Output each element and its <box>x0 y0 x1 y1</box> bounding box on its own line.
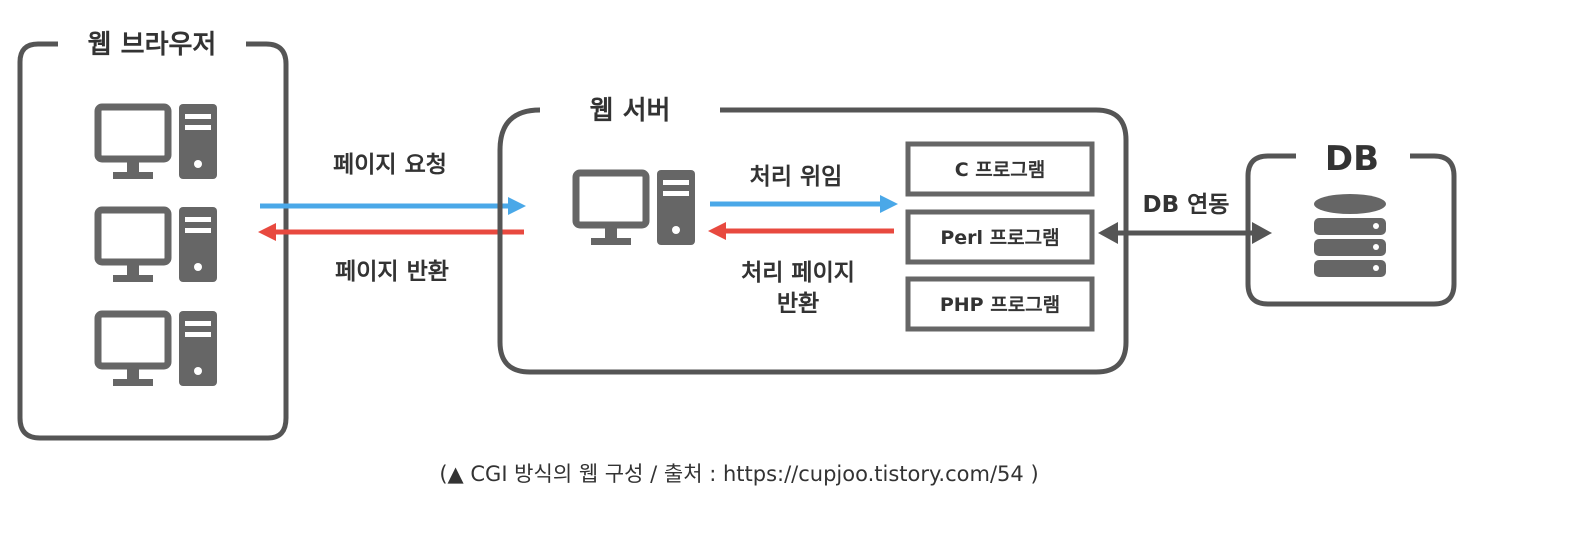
response-arrow-head <box>258 223 276 241</box>
return-label-line2: 반환 <box>777 291 819 317</box>
request-arrow-head <box>508 197 526 215</box>
database-icon <box>1314 194 1386 277</box>
server-group-title: 웹 서버 <box>590 96 671 126</box>
delegate-label: 처리 위임 <box>750 164 843 190</box>
computer-icon <box>576 170 695 245</box>
browser-group-title: 웹 브라우저 <box>88 30 217 60</box>
db-link-label: DB 연동 <box>1143 192 1230 218</box>
db-link-head-right <box>1252 222 1272 244</box>
server-group-frame <box>497 107 1129 375</box>
db-link-head-left <box>1098 222 1118 244</box>
computer-icon <box>98 311 217 386</box>
caption-url[interactable]: https://cupjoo.tistory.com/54 <box>722 462 1024 486</box>
figure-caption: (▲ CGI 방식의 웹 구성 / 출처 : https://cupjoo.ti… <box>0 458 1478 488</box>
db-group: DB <box>1245 139 1457 307</box>
program-box-perl: Perl 프로그램 <box>905 209 1095 265</box>
program-label: PHP 프로그램 <box>940 294 1060 316</box>
request-flow: 페이지 요청 <box>260 152 526 215</box>
server-group: 웹 서버 처리 위임 처리 페이지 반환 C 프로그램 Perl 프로그램 PH… <box>497 96 1129 375</box>
request-label: 페이지 요청 <box>333 152 447 178</box>
delegate-arrow-head <box>880 195 898 213</box>
db-group-frame <box>1245 153 1457 307</box>
return-label-line1: 처리 페이지 <box>741 260 855 286</box>
browser-group-frame <box>17 41 289 441</box>
program-box-c: C 프로그램 <box>905 141 1095 197</box>
program-label: C 프로그램 <box>955 159 1045 181</box>
caption-prefix: (▲ CGI 방식의 웹 구성 / 출처 : <box>439 462 717 486</box>
db-group-title: DB <box>1325 139 1379 179</box>
program-label: Perl 프로그램 <box>940 227 1059 249</box>
response-flow: 페이지 반환 <box>258 223 524 285</box>
computer-icon <box>98 104 217 179</box>
response-label: 페이지 반환 <box>335 259 449 285</box>
program-box-php: PHP 프로그램 <box>905 276 1095 332</box>
caption-suffix: ) <box>1030 462 1039 486</box>
return-arrow-head <box>708 222 726 240</box>
browser-group: 웹 브라우저 <box>17 30 289 441</box>
db-link: DB 연동 <box>1098 192 1272 244</box>
computer-icon <box>98 207 217 282</box>
